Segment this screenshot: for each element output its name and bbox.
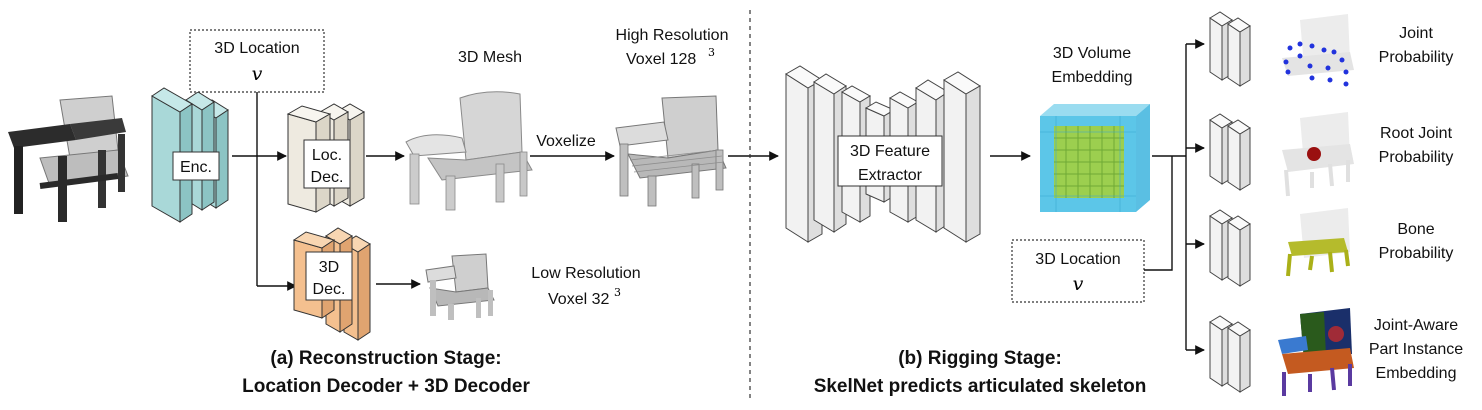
mesh-label: 3D Mesh (458, 49, 522, 66)
encoder-label: Enc. (180, 159, 212, 176)
rig-connectors (1144, 39, 1205, 355)
loc-decoder-label-2: Dec. (311, 169, 344, 186)
rigging-caption-2: SkelNet predicts articulated skeleton (814, 376, 1147, 397)
output-bone-line2: Probability (1379, 245, 1454, 262)
high-res-voxel-chair: High Resolution Voxel 128 3 (615, 27, 729, 207)
voxelize-label: Voxelize (536, 133, 596, 150)
rig-location-label: 3D Location (1035, 251, 1120, 268)
decoder-3d-label-1: 3D (319, 259, 339, 276)
encoder-label-box (172, 151, 220, 181)
part-embedding-thumbnail (1278, 308, 1354, 396)
recon-location-input: 3D Location v (189, 29, 325, 93)
volume-embedding-cube: 3D Volume Embedding (1040, 45, 1150, 212)
input-chair-image (8, 95, 129, 222)
location-decoder-block: Loc. Dec. (286, 103, 366, 213)
output-embedding-line3: Embedding (1376, 365, 1457, 382)
output-stack-root (1209, 113, 1251, 191)
low-res-label-2: Voxel 32 (548, 291, 609, 308)
loc-decoder-label-1: Loc. (312, 147, 342, 164)
output-embedding-line2: Part Instance (1369, 341, 1463, 358)
output-label-embedding: Joint-Aware Part Instance Embedding (1369, 317, 1463, 382)
mesh-chair-image: 3D Mesh (405, 49, 533, 211)
low-res-exp: 3 (614, 286, 621, 299)
rigging-caption-1: (b) Rigging Stage: (898, 348, 1062, 369)
bone-probability-thumbnail (1286, 208, 1350, 277)
output-stack-joint (1209, 11, 1251, 87)
decoder-3d-label-2: Dec. (313, 281, 346, 298)
output-joint-line2: Probability (1379, 49, 1454, 66)
output-embedding-line1: Joint-Aware (1374, 317, 1458, 334)
output-stack-embedding (1209, 315, 1251, 393)
root-joint-probability-thumbnail (1282, 112, 1354, 197)
rig-location-var: v (1073, 273, 1084, 295)
decoder-3d-block: 3D Dec. (292, 227, 371, 341)
output-label-root: Root Joint Probability (1379, 125, 1454, 166)
encoder-block: Enc. (151, 87, 229, 223)
reconstruction-caption-2: Location Decoder + 3D Decoder (242, 376, 530, 397)
low-res-label-1: Low Resolution (531, 265, 640, 282)
output-root-line1: Root Joint (1380, 125, 1453, 142)
output-joint-line1: Joint (1399, 25, 1433, 42)
recon-location-label: 3D Location (214, 40, 299, 57)
output-label-joint: Joint Probability (1379, 25, 1454, 66)
embedding-label-2: Embedding (1052, 69, 1133, 86)
high-res-label-1: High Resolution (616, 27, 729, 44)
reconstruction-caption-1: (a) Reconstruction Stage: (270, 348, 501, 369)
output-stack-bone (1209, 209, 1251, 287)
output-label-bone: Bone Probability (1379, 221, 1454, 262)
embedding-label-1: 3D Volume (1053, 45, 1131, 62)
recon-connectors (232, 92, 779, 291)
extractor-label-2: Extractor (858, 167, 923, 184)
feature-extractor-block: 3D Feature Extractor (785, 65, 981, 243)
high-res-exp: 3 (708, 46, 715, 59)
extractor-label-1: 3D Feature (850, 143, 930, 160)
output-root-line2: Probability (1379, 149, 1454, 166)
high-res-label-2: Voxel 128 (626, 51, 696, 68)
joint-probability-thumbnail (1282, 14, 1354, 87)
recon-location-var: v (252, 63, 263, 85)
low-res-voxel-chair: Low Resolution Voxel 32 3 (425, 253, 641, 320)
output-bone-line1: Bone (1397, 221, 1434, 238)
rig-location-input: 3D Location v (1011, 239, 1145, 303)
